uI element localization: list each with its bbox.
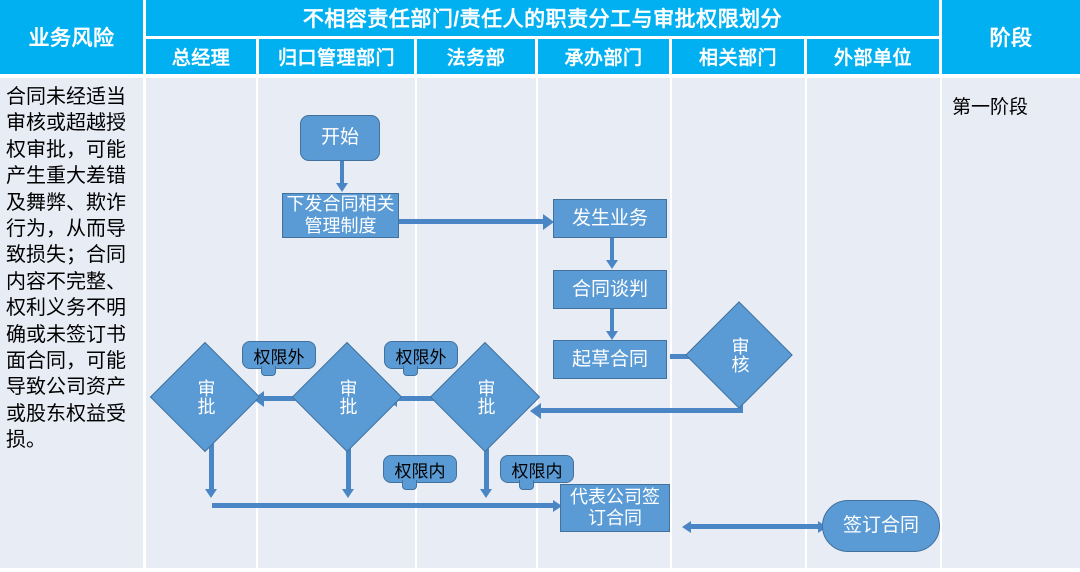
label-within-authority-2: 权限内 — [500, 455, 574, 490]
header-dept-centralized-management: 归口管理部门 — [259, 39, 414, 74]
node-sign-contract[interactable]: 签订合同 — [822, 500, 940, 552]
header-stage-column-label: 阶段 — [989, 27, 1033, 50]
stage-text: 第一阶段 — [952, 97, 1029, 118]
arrowhead-down — [606, 331, 618, 340]
header-dept-label: 归口管理部门 — [277, 48, 395, 69]
node-approve-3-label: 审批 — [475, 379, 496, 415]
header-dept-label: 外部单位 — [833, 48, 912, 69]
arrowhead-left — [530, 403, 541, 419]
connector-bottom-to-sign — [212, 503, 557, 508]
label-text: 权限外 — [253, 347, 305, 367]
node-issue-rules[interactable]: 下发合同相关管理制度 — [282, 193, 399, 238]
label-within-authority-1: 权限内 — [383, 455, 457, 490]
arrowhead-down — [336, 183, 348, 192]
node-approve-3-diamond[interactable]: 审批 — [429, 341, 541, 453]
risk-description-cell: 合同未经适当审核或超越授权审批，可能产生重大差错及舞弊、欺诈行为，从而导致损失；… — [0, 78, 143, 568]
stage-cell: 第一阶段 — [942, 78, 1080, 568]
label-out-of-authority-1: 权限外 — [242, 341, 316, 376]
node-start[interactable]: 开始 — [300, 115, 380, 161]
header-dept-general-manager: 总经理 — [146, 39, 256, 74]
connector-sign-bidirectional — [690, 524, 822, 529]
node-review-diamond[interactable]: 审核 — [685, 301, 793, 409]
node-business-occurs-label: 发生业务 — [571, 207, 648, 229]
connector-approve2-down — [346, 440, 351, 492]
header-group-title-label: 不相容责任部门/责任人的职责分工与审批权限划分 — [302, 8, 783, 31]
arrowhead-down — [205, 489, 217, 498]
connector-business-to-negotiation — [610, 237, 614, 263]
header-risk-column-label: 业务风险 — [28, 27, 115, 50]
node-approve-1-label: 审批 — [195, 379, 216, 415]
header-risk-column: 业务风险 — [0, 0, 143, 74]
node-sign-contract-label: 签订合同 — [842, 515, 919, 537]
header-dept-label: 法务部 — [446, 48, 506, 69]
node-approve-2-diamond[interactable]: 审批 — [291, 341, 403, 453]
connector-approve1-down — [209, 440, 214, 492]
header-stage-column: 阶段 — [942, 0, 1080, 74]
connector-negotiation-to-draft — [610, 308, 614, 334]
node-approve-1-diamond[interactable]: 审批 — [149, 341, 261, 453]
connector-start-to-issue — [340, 160, 344, 186]
connector-approve3-to-approve2 — [395, 396, 451, 401]
node-sign-on-behalf-label: 代表公司签订合同 — [570, 486, 660, 528]
arrowhead-right — [553, 500, 562, 512]
arrowhead-right — [543, 214, 554, 230]
arrowhead-left — [682, 521, 691, 533]
connector-approve2-to-approve1 — [262, 396, 316, 401]
lane-legal — [417, 78, 537, 568]
label-out-of-authority-2: 权限外 — [384, 341, 458, 376]
connector-draft-to-review — [670, 354, 700, 359]
arrowhead-left — [253, 391, 264, 407]
risk-description-text: 合同未经适当审核或超越授权审批，可能产生重大差错及舞弊、欺诈行为，从而导致损失；… — [6, 86, 126, 452]
label-text: 权限内 — [511, 461, 563, 481]
label-text: 权限内 — [394, 461, 446, 481]
node-issue-rules-label: 下发合同相关管理制度 — [286, 194, 395, 236]
node-contract-negotiation-label: 合同谈判 — [571, 278, 648, 300]
label-text: 权限外 — [395, 347, 447, 367]
node-sign-on-behalf[interactable]: 代表公司签订合同 — [560, 484, 670, 532]
header-group-title: 不相容责任部门/责任人的职责分工与审批权限划分 — [146, 0, 939, 36]
arrowhead-down — [606, 260, 618, 269]
connector-review-to-approve3 — [540, 408, 743, 413]
connector-approve3-down — [484, 440, 489, 492]
node-review-label: 审核 — [729, 337, 750, 373]
header-dept-label: 承办部门 — [564, 48, 643, 69]
header-dept-label: 总经理 — [171, 48, 231, 69]
node-contract-negotiation[interactable]: 合同谈判 — [553, 270, 667, 309]
node-draft-contract-label: 起草合同 — [571, 348, 648, 370]
header-dept-legal: 法务部 — [417, 39, 535, 74]
lane-external — [807, 78, 941, 568]
header-dept-external: 外部单位 — [807, 39, 939, 74]
node-draft-contract[interactable]: 起草合同 — [553, 340, 667, 379]
header-dept-undertaking: 承办部门 — [538, 39, 669, 74]
node-start-label: 开始 — [320, 127, 359, 149]
header-dept-related: 相关部门 — [672, 39, 804, 74]
node-business-occurs[interactable]: 发生业务 — [553, 199, 667, 238]
node-approve-2-label: 审批 — [337, 379, 358, 415]
connector-issue-to-business — [398, 219, 548, 224]
arrowhead-down — [342, 489, 354, 498]
header-dept-label: 相关部门 — [698, 48, 777, 69]
lane-general-manager — [146, 78, 257, 568]
arrowhead-down — [480, 489, 492, 498]
